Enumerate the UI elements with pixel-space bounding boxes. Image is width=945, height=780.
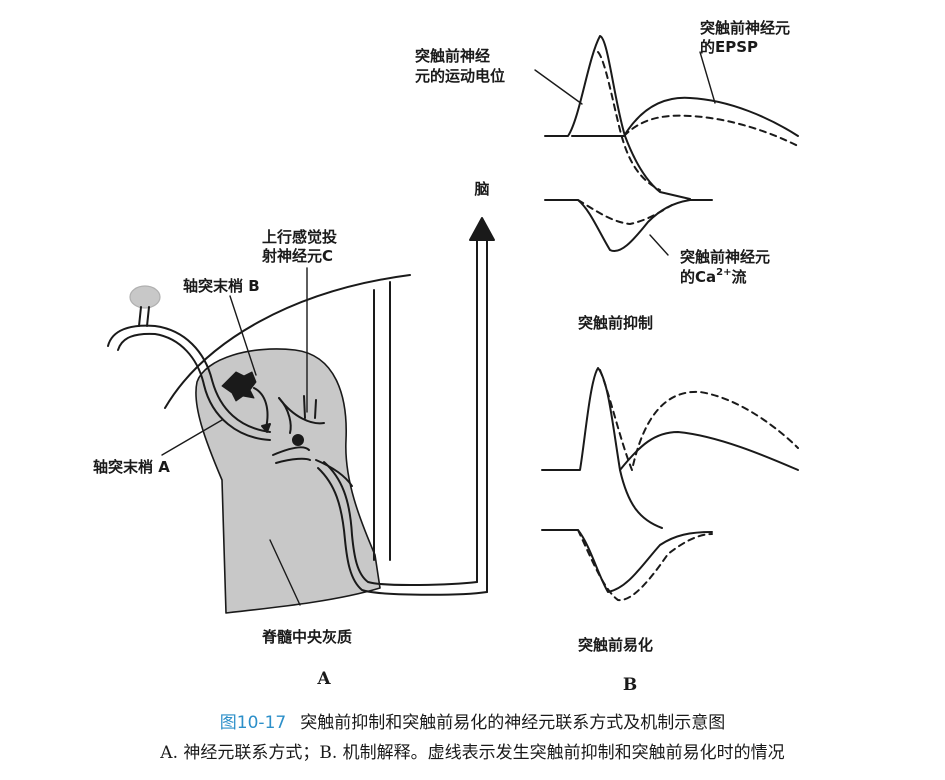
spinal-cord-outline	[164, 274, 411, 409]
ascending-neuron-c	[272, 395, 488, 596]
label-axon-terminal-a: 轴突末梢 A	[93, 458, 170, 476]
label-gray-matter: 脊髓中央灰质	[261, 628, 352, 646]
label-ca-flow: 突触前神经元 的Ca2+流	[680, 248, 775, 286]
figure-title: 突触前抑制和突触前易化的神经元联系方式及机制示意图	[300, 713, 726, 733]
figure-diagram: 脑 上行感觉投 射神经元C 轴突末梢 B 轴突末梢 A 脊髓中央灰质 突触前神经…	[93, 19, 799, 695]
axon-terminal-b	[221, 371, 257, 402]
facilitation-traces	[541, 367, 799, 602]
label-postsyn-epsp: 突触前神经元 的EPSP	[700, 19, 795, 56]
afferent-fiber-a	[107, 324, 271, 433]
label-presyn-inhibition: 突触前抑制	[578, 314, 653, 332]
label-presyn-ap: 突触前神经 元的运动电位	[415, 47, 505, 85]
figure-number: 图10-17	[219, 713, 287, 733]
spinal-cord-diagram	[107, 217, 495, 614]
panel-label-b: B	[623, 675, 637, 695]
panel-label-a: A	[316, 669, 331, 689]
gray-matter-region	[195, 348, 381, 614]
figure-note: A. 神经元联系方式；B. 机制解释。虚线表示发生突触前抑制和突触前易化时的情况	[160, 743, 785, 763]
label-presyn-facilitation: 突触前易化	[578, 636, 653, 654]
label-axon-terminal-b: 轴突末梢 B	[183, 277, 260, 295]
brain-arrow	[469, 217, 495, 241]
dorsal-root-ganglion	[129, 285, 161, 309]
label-brain: 脑	[474, 180, 489, 198]
label-ascending-neuron: 上行感觉投 射神经元C	[261, 228, 342, 265]
ascending-tract	[373, 281, 391, 561]
inhibition-traces	[534, 35, 799, 256]
figure-caption: 图10-17 突触前抑制和突触前易化的神经元联系方式及机制示意图	[0, 708, 945, 733]
